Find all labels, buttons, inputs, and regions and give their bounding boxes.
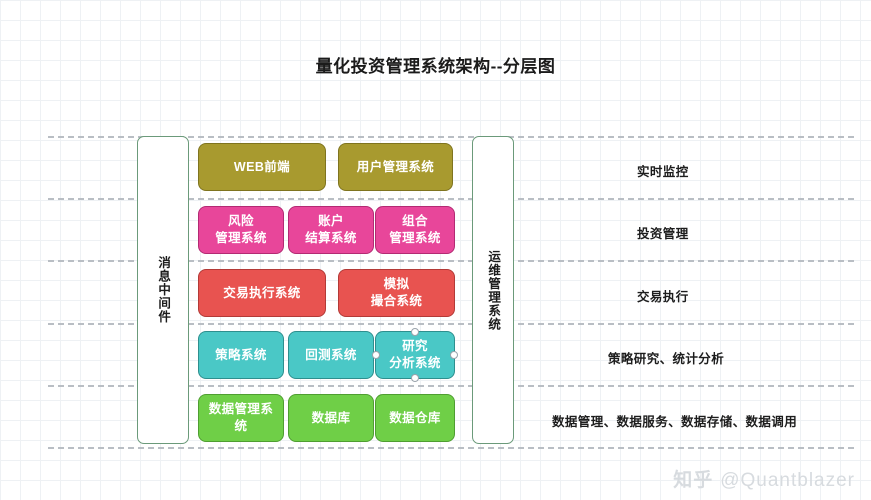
module-data-management-system[interactable]: 数据管理系 统 — [198, 394, 284, 442]
layer-divider — [48, 136, 854, 138]
resize-handle-top[interactable] — [411, 328, 419, 336]
module-web-frontend[interactable]: WEB前端 — [198, 143, 326, 191]
module-label-line1: 模拟 — [383, 277, 410, 292]
module-risk-management-system[interactable]: 风险 管理系统 — [198, 206, 284, 254]
module-label: 策略系统 — [215, 347, 267, 362]
module-label-line1: 账户 — [318, 214, 344, 229]
module-label: WEB前端 — [233, 159, 291, 174]
layer-divider — [48, 260, 854, 262]
layer-caption-data-services: 数据管理、数据服务、数据存储、数据调用 — [552, 415, 798, 429]
watermark-handle: @Quantblazer — [720, 470, 855, 491]
module-database[interactable]: 数据库 — [288, 394, 374, 442]
module-account-settlement-system[interactable]: 账户 结算系统 — [288, 206, 374, 254]
layer-divider — [48, 198, 854, 200]
resize-handle-bottom[interactable] — [411, 374, 419, 382]
module-trade-execution-system[interactable]: 交易执行系统 — [198, 269, 326, 317]
module-user-management-system[interactable]: 用户管理系统 — [338, 143, 453, 191]
resize-handle-right[interactable] — [450, 351, 458, 359]
layer-divider — [48, 385, 854, 387]
module-data-warehouse[interactable]: 数据仓库 — [375, 394, 455, 442]
resize-handle-left[interactable] — [372, 351, 380, 359]
watermark-logo: 知乎 — [673, 470, 714, 491]
layer-caption-investment-management: 投资管理 — [637, 227, 689, 241]
module-label-line2: 管理系统 — [389, 231, 441, 245]
pillar-message-middleware[interactable]: 消息中间件 — [137, 136, 189, 444]
layer-divider — [48, 323, 854, 325]
module-label: 数据仓库 — [389, 410, 441, 425]
module-research-analysis-system[interactable]: 研究 分析系统 — [372, 328, 458, 382]
module-backtest-system[interactable]: 回测系统 — [288, 331, 374, 379]
module-label-line1: 数据管理系 — [208, 402, 274, 417]
module-label-line2: 撮合系统 — [370, 294, 423, 308]
layer-divider — [48, 447, 854, 449]
module-label-line1: 组合 — [402, 214, 428, 229]
layer-caption-strategy-research: 策略研究、统计分析 — [608, 352, 725, 366]
module-portfolio-management-system[interactable]: 组合 管理系统 — [375, 206, 455, 254]
pillar-message-middleware-label: 消息中间件 — [156, 256, 171, 324]
module-label: 回测系统 — [305, 347, 357, 362]
module-label: 交易执行系统 — [223, 285, 301, 300]
pillar-operations-management-label: 运维管理系统 — [486, 249, 501, 331]
module-strategy-system[interactable]: 策略系统 — [198, 331, 284, 379]
module-label-line1: 风险 — [228, 214, 254, 229]
watermark: 知乎 @Quantblazer — [673, 465, 855, 492]
module-label-line2: 统 — [234, 419, 248, 433]
pillar-operations-management[interactable]: 运维管理系统 — [472, 136, 514, 444]
module-label: 数据库 — [311, 410, 351, 425]
page-title: 量化投资管理系统架构--分层图 — [315, 57, 556, 76]
module-label-line2: 结算系统 — [305, 231, 357, 245]
module-label: 用户管理系统 — [356, 159, 435, 174]
layer-caption-trade-execution: 交易执行 — [637, 290, 689, 304]
layer-caption-realtime-monitoring: 实时监控 — [637, 165, 689, 179]
module-simulated-matching-system[interactable]: 模拟 撮合系统 — [338, 269, 455, 317]
module-label-line1: 研究 — [402, 339, 428, 354]
module-label-line2: 分析系统 — [389, 356, 441, 370]
module-label-line2: 管理系统 — [215, 231, 267, 245]
